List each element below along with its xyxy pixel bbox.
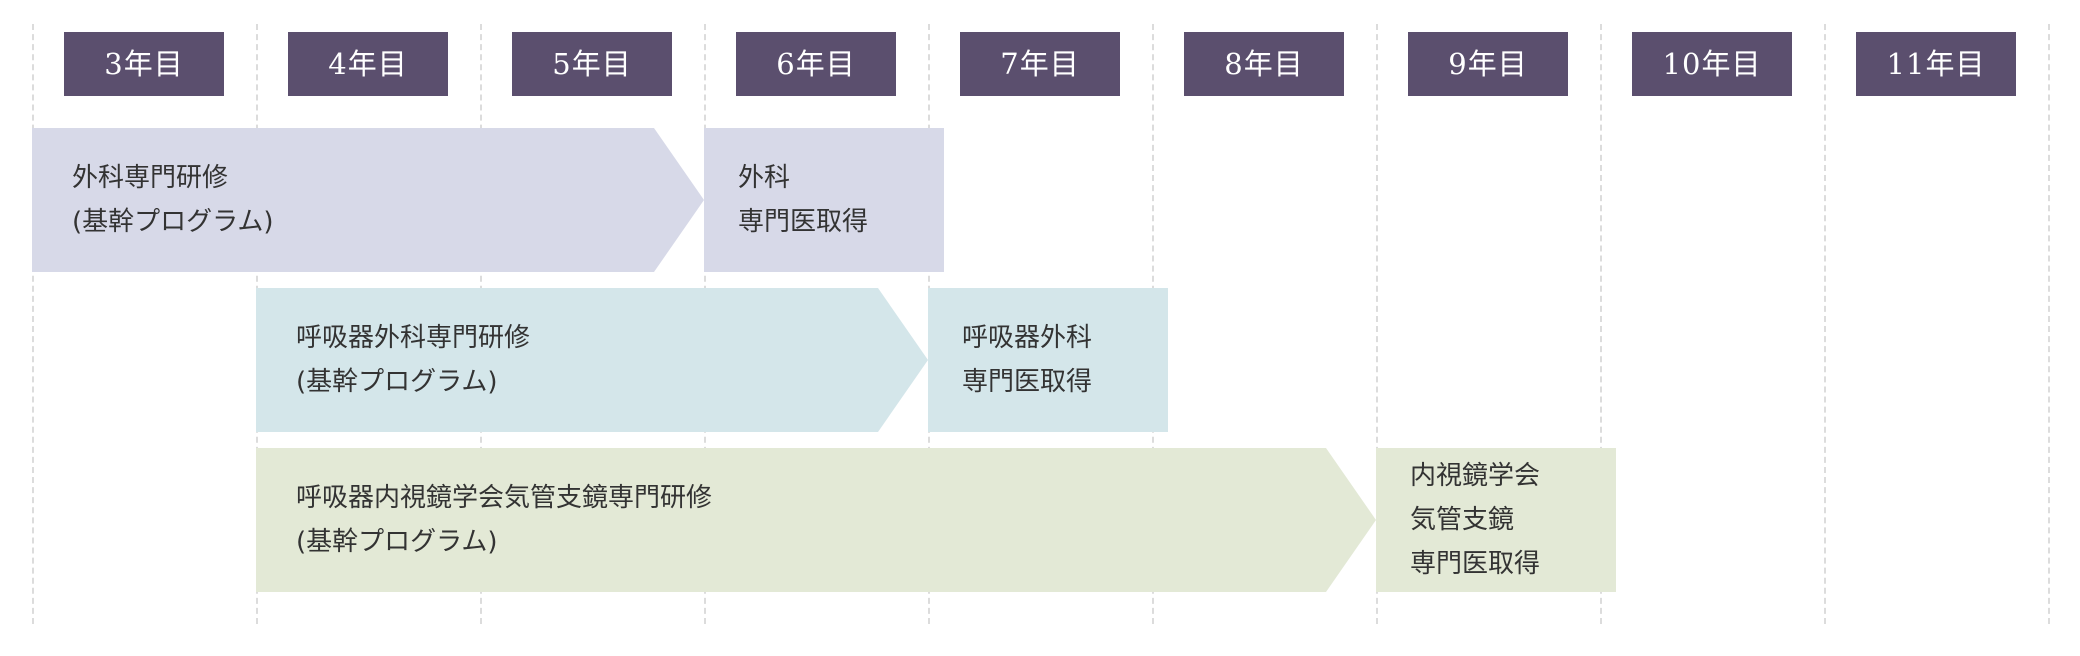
surgery-training-bar: 外科専門研修 (基幹プログラム) [32,128,704,272]
surgery-certification-box: 外科 専門医取得 [704,128,944,272]
grid-line [1824,24,1826,624]
thoracic-training-line-2: (基幹プログラム) [296,367,498,397]
bronchoscopy-certification-line-1: 内視鏡学会 [1410,461,1541,491]
thoracic-training-bar: 呼吸器外科専門研修 (基幹プログラム) [256,288,928,432]
bronchoscopy-certification-label: 内視鏡学会 気管支鏡 専門医取得 [1410,454,1540,586]
year-header: 8年目 [1184,32,1344,96]
thoracic-certification-label: 呼吸器外科 専門医取得 [962,316,1092,404]
surgery-certification-label: 外科 専門医取得 [738,156,868,244]
bronchoscopy-training-line-1: 呼吸器内視鏡学会気管支鏡専門研修 [296,483,713,513]
year-header: 3年目 [64,32,224,96]
grid-line [1376,24,1378,624]
grid-line [1600,24,1602,624]
thoracic-certification-line-2: 専門医取得 [962,367,1093,397]
surgery-certification-line-2: 専門医取得 [738,207,869,237]
bronchoscopy-certification-line-2: 気管支鏡 [1410,505,1515,535]
thoracic-certification-box: 呼吸器外科 専門医取得 [928,288,1168,432]
year-header: 9年目 [1408,32,1568,96]
surgery-training-label: 外科専門研修 (基幹プログラム) [72,156,274,244]
thoracic-training-label: 呼吸器外科専門研修 (基幹プログラム) [296,316,530,404]
bronchoscopy-certification-box: 内視鏡学会 気管支鏡 専門医取得 [1376,448,1616,592]
bronchoscopy-training-line-2: (基幹プログラム) [296,527,498,557]
year-header: 10年目 [1632,32,1792,96]
year-header: 7年目 [960,32,1120,96]
grid-line [2048,24,2050,624]
surgery-training-line-2: (基幹プログラム) [72,207,274,237]
thoracic-certification-line-1: 呼吸器外科 [962,323,1093,353]
surgery-certification-line-1: 外科 [738,163,791,193]
year-header: 4年目 [288,32,448,96]
grid-line [32,24,34,624]
bronchoscopy-training-label: 呼吸器内視鏡学会気管支鏡専門研修 (基幹プログラム) [296,476,712,564]
bronchoscopy-certification-line-3: 専門医取得 [1410,549,1541,579]
year-header: 5年目 [512,32,672,96]
thoracic-training-line-1: 呼吸器外科専門研修 [296,323,531,353]
surgery-training-line-1: 外科専門研修 [72,163,229,193]
year-header: 11年目 [1856,32,2016,96]
bronchoscopy-training-bar: 呼吸器内視鏡学会気管支鏡専門研修 (基幹プログラム) [256,448,1376,592]
year-header: 6年目 [736,32,896,96]
